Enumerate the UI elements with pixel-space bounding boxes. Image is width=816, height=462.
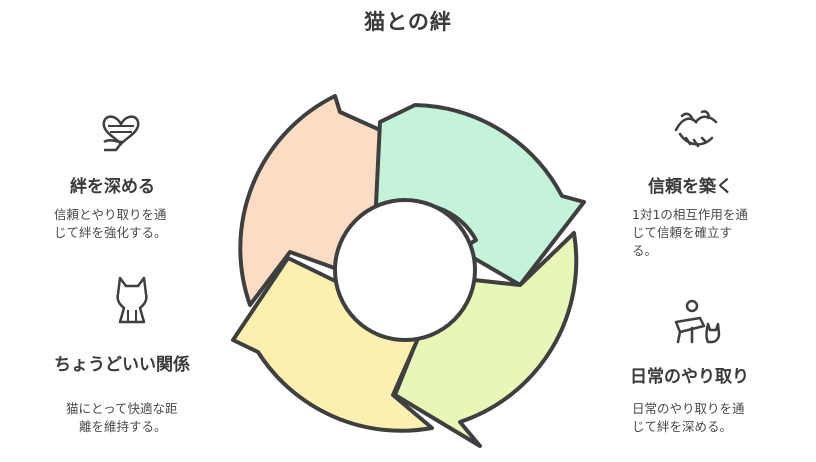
desc-line: る。 xyxy=(632,243,658,258)
desc-line: 猫にとって快適な距 xyxy=(66,401,178,416)
page-title: 猫との絆 xyxy=(364,10,452,34)
heading-comfortable-distance: ちょうどいい関係 xyxy=(54,355,190,375)
desc-line: 離を維持する。 xyxy=(79,419,167,434)
heading-daily-interaction: 日常のやり取り xyxy=(630,367,749,387)
desc-line: じて絆を強化する。 xyxy=(54,225,167,240)
cat-icon xyxy=(116,276,148,324)
desc-build-trust: 1対1の相互作用を通 じて信頼を確立す る。 xyxy=(632,206,748,260)
desc-line: 日常のやり取りを通 xyxy=(632,401,745,416)
person-cat-icon xyxy=(674,299,721,344)
heart-hand-icon xyxy=(102,115,140,152)
desc-line: じて絆を深める。 xyxy=(632,419,733,434)
desc-line: じて信頼を確立す xyxy=(632,225,733,240)
desc-deepen-bond: 信頼とやり取りを通 じて絆を強化する。 xyxy=(54,206,167,242)
heading-deepen-bond: 絆を深める xyxy=(70,177,155,197)
desc-daily-interaction: 日常のやり取りを通 じて絆を深める。 xyxy=(632,400,745,436)
cycle-center xyxy=(333,198,477,342)
desc-line: 1対1の相互作用を通 xyxy=(632,207,748,222)
heading-build-trust: 信頼を築く xyxy=(648,177,733,197)
desc-line: 信頼とやり取りを通 xyxy=(54,207,167,222)
desc-comfortable-distance: 猫にとって快適な距 離を維持する。 xyxy=(66,400,178,436)
handshake-icon xyxy=(674,110,718,148)
